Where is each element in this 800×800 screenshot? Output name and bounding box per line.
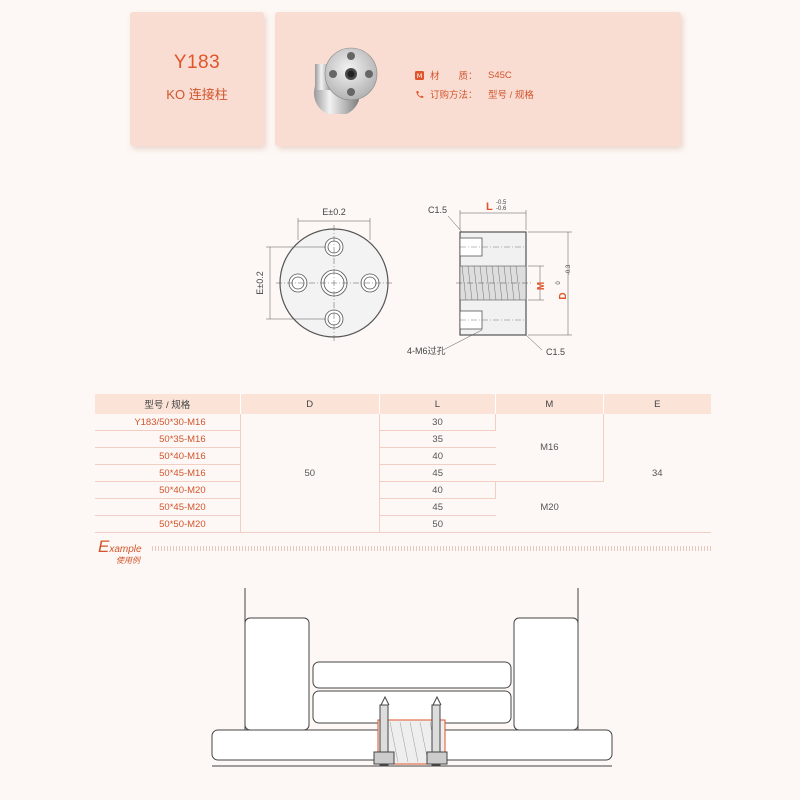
model-number: Y183 xyxy=(173,52,221,73)
side-view xyxy=(442,210,572,351)
example-subtitle: 使用例 xyxy=(116,556,140,565)
e-value: 34 xyxy=(603,414,711,533)
model-cell: 50*50-M20 xyxy=(95,515,241,533)
header-m: M xyxy=(495,394,604,414)
table-row: 50*40-M20 40 M20 xyxy=(95,481,711,533)
model-cell: 50*45-M16 xyxy=(95,464,241,482)
header-d: D xyxy=(240,394,380,414)
order-value: 型号 / 规格 xyxy=(488,90,534,101)
table-row: 50*45-M16 45 xyxy=(95,464,711,482)
table-row: 50*40-M16 40 xyxy=(95,447,711,465)
model-cell: 50*35-M16 xyxy=(95,430,241,448)
example-divider xyxy=(152,546,711,551)
material-value: S45C xyxy=(488,69,512,81)
table-row: Y183/50*30-M16 50 30 M16 34 xyxy=(95,414,711,533)
dim-e-vertical: E±0.2 xyxy=(255,271,265,294)
model-cell: 50*40-M20 xyxy=(95,481,241,499)
model-cell: 50*40-M16 xyxy=(95,447,241,465)
dim-m-label: M xyxy=(536,282,547,290)
material-icon: M xyxy=(415,70,424,80)
product-photo xyxy=(313,47,378,114)
svg-text:M: M xyxy=(417,72,423,80)
example-title: Example xyxy=(98,537,142,556)
l-cell: 45 xyxy=(379,464,496,482)
dim-d-tol-upper: 0 xyxy=(556,281,562,285)
material-line: M 材 质： S45C xyxy=(415,68,512,82)
chamfer-top-label: C1.5 xyxy=(428,205,447,215)
m-value-group: M16 xyxy=(495,414,604,482)
header-l: L xyxy=(379,394,497,414)
dim-e-horizontal: E±0.2 xyxy=(322,207,345,217)
l-cell: 45 xyxy=(379,498,496,516)
example-heading: Example 使用例 xyxy=(98,537,142,566)
dim-l-label: L xyxy=(486,201,493,213)
chamfer-bottom-label: C1.5 xyxy=(546,347,565,357)
header-e: E xyxy=(603,394,711,414)
dim-d-label: D xyxy=(558,292,569,299)
product-name: KO 连接柱 xyxy=(166,87,228,102)
l-cell: 40 xyxy=(379,481,497,499)
l-cell: 40 xyxy=(379,447,496,465)
table-header-row: 型号 / 规格 D L M E xyxy=(95,394,711,414)
header-model: 型号 / 规格 xyxy=(95,394,241,414)
front-view xyxy=(266,218,392,341)
material-label: 材 质： xyxy=(430,71,478,82)
dim-d-tol-lower: -0.3 xyxy=(566,264,572,275)
m-value-group: M20 xyxy=(495,481,604,533)
order-line: 订购方法： 型号 / 规格 xyxy=(415,87,534,101)
table-row: 50*50-M20 50 xyxy=(95,515,711,533)
product-title-panel: Y183 KO 连接柱 xyxy=(130,12,264,146)
dim-l-tol-upper: -0.5 xyxy=(496,200,507,206)
phone-icon xyxy=(415,90,424,99)
technical-drawing: E±0.2 E±0.2 C1.5 C1.5 4-M6过孔 L -0.5 -0.6… xyxy=(255,200,572,357)
d-value: 50 xyxy=(240,414,380,533)
order-label: 订购方法： xyxy=(430,90,478,101)
l-cell: 35 xyxy=(379,430,496,448)
table-row: 50*45-M20 45 xyxy=(95,498,711,516)
l-cell: 30 xyxy=(379,414,497,431)
model-cell: 50*45-M20 xyxy=(95,498,241,516)
holes-label: 4-M6过孔 xyxy=(407,345,446,356)
l-cell: 50 xyxy=(379,515,496,533)
model-cell: Y183/50*30-M16 xyxy=(95,414,241,431)
spec-table: 型号 / 规格 D L M E Y183/50*30-M16 50 30 M16… xyxy=(95,394,711,533)
dim-l-tol-lower: -0.6 xyxy=(496,206,507,212)
product-info-panel: M 材 质： S45C 订购方法： 型号 / 规格 xyxy=(275,12,681,146)
table-row: 50*35-M16 35 xyxy=(95,430,711,448)
